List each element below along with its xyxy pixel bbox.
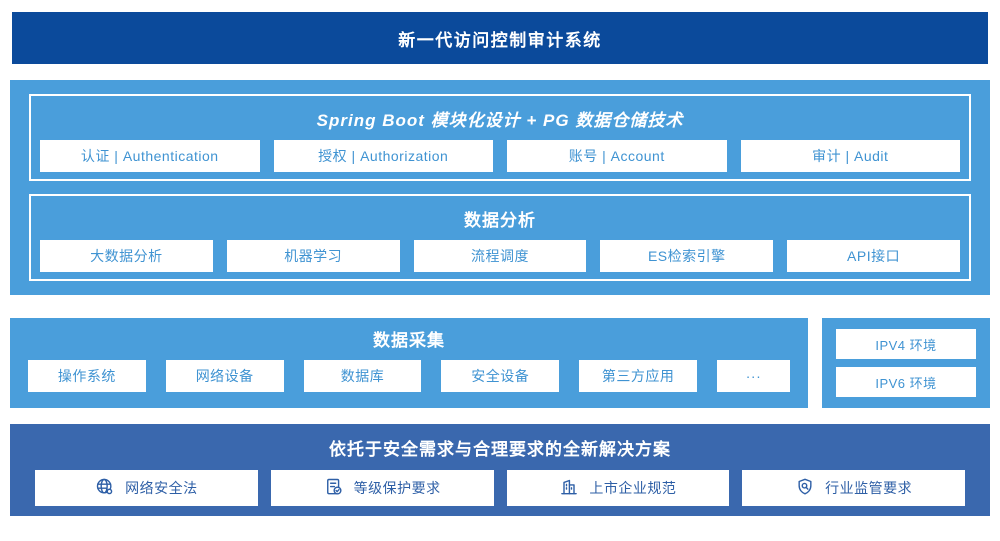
building-icon (559, 477, 579, 500)
main-title: 新一代访问控制审计系统 (398, 30, 602, 50)
modules-panel-title: Spring Boot 模块化设计 + PG 数据仓储技术 (316, 111, 684, 130)
solution-box-listed-company: 上市企业规范 (506, 470, 730, 506)
collection-panel: 数据采集 操作系统 网络设备 数据库 安全设备 第三方应用 ··· (10, 318, 808, 408)
collection-box-thirdparty: 第三方应用 (579, 360, 697, 392)
collection-box-os: 操作系统 (28, 360, 146, 392)
solution-boxes-row: 网络安全法 等级保护要求 上 (10, 470, 990, 506)
module-box-authorization: 授权 | Authorization (273, 140, 493, 172)
analysis-box-api: API接口 (787, 240, 960, 272)
platform-container: Spring Boot 模块化设计 + PG 数据仓储技术 认证 | Authe… (10, 80, 990, 295)
collection-panel-title: 数据采集 (373, 331, 445, 350)
solution-box-label: 行业监管要求 (825, 480, 913, 496)
solution-panel: 依托于安全需求与合理要求的全新解决方案 网络安全法 (10, 424, 990, 516)
modules-panel: Spring Boot 模块化设计 + PG 数据仓储技术 认证 | Authe… (29, 94, 971, 181)
solution-box-cybersecurity-law: 网络安全法 (35, 470, 258, 506)
analysis-row: 大数据分析 机器学习 流程调度 ES检索引擎 API接口 (31, 240, 969, 272)
solution-box-industry-regulation: 行业监管要求 (742, 470, 965, 506)
analysis-panel-title: 数据分析 (464, 211, 536, 230)
solution-box-label: 网络安全法 (125, 480, 198, 496)
ipv6-box: IPV6 环境 (836, 367, 976, 397)
analysis-box-es: ES检索引擎 (600, 240, 774, 272)
analysis-panel: 数据分析 大数据分析 机器学习 流程调度 ES检索引擎 API接口 (29, 194, 971, 281)
analysis-box-ml: 机器学习 (226, 240, 400, 272)
collection-boxes-row: 操作系统 网络设备 数据库 安全设备 第三方应用 ··· (10, 360, 808, 392)
collection-box-more: ··· (716, 360, 791, 392)
collection-box-database: 数据库 (303, 360, 422, 392)
main-title-banner: 新一代访问控制审计系统 (12, 12, 988, 64)
solution-title: 依托于安全需求与合理要求的全新解决方案 (329, 440, 671, 459)
module-box-authentication: 认证 | Authentication (40, 140, 260, 172)
ip-environments-panel: IPV4 环境 IPV6 环境 (822, 318, 990, 408)
solution-box-label: 等级保护要求 (353, 480, 441, 496)
collection-box-security: 安全设备 (441, 360, 560, 392)
analysis-box-bigdata: 大数据分析 (40, 240, 213, 272)
solution-box-label: 上市企业规范 (589, 480, 677, 496)
module-box-audit: 审计 | Audit (740, 140, 960, 172)
module-box-account: 账号 | Account (507, 140, 727, 172)
globe-icon (95, 477, 115, 500)
ipv4-box: IPV4 环境 (836, 329, 976, 359)
document-check-icon (324, 477, 344, 500)
collection-row: 数据采集 操作系统 网络设备 数据库 安全设备 第三方应用 ··· IPV4 环… (10, 318, 990, 408)
modules-row: 认证 | Authentication 授权 | Authorization 账… (31, 140, 969, 172)
collection-box-network: 网络设备 (165, 360, 284, 392)
solution-box-classified-protection: 等级保护要求 (270, 470, 494, 506)
analysis-box-workflow: 流程调度 (413, 240, 587, 272)
shield-search-icon (795, 477, 815, 500)
